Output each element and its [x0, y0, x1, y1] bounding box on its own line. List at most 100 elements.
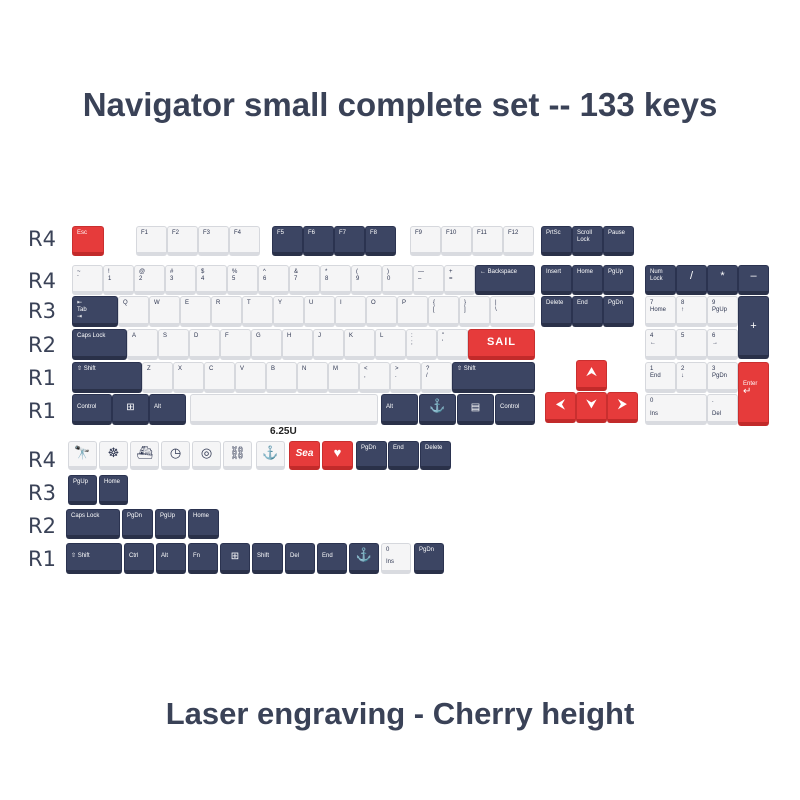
key-e[interactable]: E [180, 296, 211, 327]
key-r1-shift[interactable]: ⇧ Shift [66, 543, 122, 574]
key-y[interactable]: Y [273, 296, 304, 327]
key-slash[interactable]: ?/ [421, 362, 452, 393]
key-arrow-down[interactable]: ⮟ [576, 392, 607, 423]
key-num-plus[interactable]: + [738, 296, 769, 359]
key-9[interactable]: (9 [351, 265, 382, 295]
key-g[interactable]: G [251, 329, 282, 360]
key-chain[interactable]: ⛓ [223, 441, 252, 470]
key-num-slash[interactable]: / [676, 265, 707, 295]
key-delete[interactable]: Delete [541, 296, 572, 327]
key-r1-del[interactable]: Del [285, 543, 315, 574]
key-i[interactable]: I [335, 296, 366, 327]
key-6[interactable]: ^6 [258, 265, 289, 295]
key-ship[interactable]: ⛴ [130, 441, 159, 470]
key-r1-ctrl[interactable]: Ctrl [124, 543, 154, 574]
key-helm[interactable]: ☸ [99, 441, 128, 470]
key-semicolon[interactable]: :; [406, 329, 437, 360]
key-r2-caps-lock[interactable]: Caps Lock [66, 509, 120, 539]
key-r1-alt[interactable]: Alt [156, 543, 186, 574]
key-backslash[interactable]: |\ [490, 296, 535, 327]
key-b[interactable]: B [266, 362, 297, 393]
key-arrow-right[interactable]: ⮞ [607, 392, 638, 423]
key-backtick[interactable]: ~` [72, 265, 103, 295]
key-o[interactable]: O [366, 296, 397, 327]
key-insert[interactable]: Insert [541, 265, 572, 295]
key-f[interactable]: F [220, 329, 251, 360]
key-home[interactable]: Home [572, 265, 603, 295]
key-z[interactable]: Z [142, 362, 173, 393]
key-sea[interactable]: Sea [289, 441, 320, 470]
key-v[interactable]: V [235, 362, 266, 393]
key-r1-pgdn[interactable]: PgDn [414, 543, 444, 574]
key-8[interactable]: *8 [320, 265, 351, 295]
key-k[interactable]: K [344, 329, 375, 360]
key-r1-shift2[interactable]: Shift [252, 543, 283, 574]
key-2[interactable]: @2 [134, 265, 165, 295]
key-h[interactable]: H [282, 329, 313, 360]
key-s[interactable]: S [158, 329, 189, 360]
key-f12[interactable]: F12 [503, 226, 534, 256]
key-menu[interactable]: ▤ [457, 394, 494, 425]
key-lifebuoy[interactable]: ◎ [192, 441, 221, 470]
key-w[interactable]: W [149, 296, 180, 327]
key-anchor-fn[interactable]: ⚓ [419, 394, 456, 425]
key-num-2[interactable]: 2↓ [676, 362, 707, 393]
key-right-alt[interactable]: Alt [381, 394, 418, 425]
key-j[interactable]: J [313, 329, 344, 360]
key-minus[interactable]: —– [413, 265, 444, 295]
key-left-control[interactable]: Control [72, 394, 112, 425]
key-t[interactable]: T [242, 296, 273, 327]
key-windows[interactable]: ⊞ [112, 394, 149, 425]
key-c[interactable]: C [204, 362, 235, 393]
key-5[interactable]: %5 [227, 265, 258, 295]
key-f2[interactable]: F2 [167, 226, 198, 256]
key-pause[interactable]: Pause [603, 226, 634, 256]
key-r2-pgdn[interactable]: PgDn [122, 509, 153, 539]
key-right-bracket[interactable]: }] [459, 296, 490, 327]
key-num-4[interactable]: 4← [645, 329, 676, 360]
key-f10[interactable]: F10 [441, 226, 472, 256]
key-tab[interactable]: ⇤Tab⇥ [72, 296, 118, 327]
key-prtsc[interactable]: PrtSc [541, 226, 572, 256]
key-compass[interactable]: ◷ [161, 441, 190, 470]
key-f6[interactable]: F6 [303, 226, 334, 256]
key-arrow-up[interactable]: ⮝ [576, 360, 607, 391]
key-4[interactable]: $4 [196, 265, 227, 295]
key-num-8[interactable]: 8↑ [676, 296, 707, 327]
key-3[interactable]: #3 [165, 265, 196, 295]
key-n[interactable]: N [297, 362, 328, 393]
key-r2-home[interactable]: Home [188, 509, 219, 539]
key-f4[interactable]: F4 [229, 226, 260, 256]
key-esc[interactable]: Esc [72, 226, 104, 256]
key-spacebar[interactable] [190, 394, 378, 425]
key-telescope[interactable]: 🔭 [68, 441, 97, 470]
key-x[interactable]: X [173, 362, 204, 393]
key-r[interactable]: R [211, 296, 242, 327]
key-u[interactable]: U [304, 296, 335, 327]
key-left-bracket[interactable]: {[ [428, 296, 459, 327]
key-f11[interactable]: F11 [472, 226, 503, 256]
key-f1[interactable]: F1 [136, 226, 167, 256]
key-f8[interactable]: F8 [365, 226, 396, 256]
key-end[interactable]: End [572, 296, 603, 327]
key-r1-end[interactable]: End [317, 543, 347, 574]
key-r3-pgup[interactable]: PgUp [68, 475, 97, 505]
key-right-shift[interactable]: ⇧ Shift [452, 362, 535, 393]
key-pgdn[interactable]: PgDn [603, 296, 634, 327]
key-num-6[interactable]: 6→ [707, 329, 738, 360]
key-right-control[interactable]: Control [495, 394, 535, 425]
key-caps-lock[interactable]: Caps Lock [72, 329, 127, 360]
key-left-alt[interactable]: Alt [149, 394, 186, 425]
key-d[interactable]: D [189, 329, 220, 360]
key-f7[interactable]: F7 [334, 226, 365, 256]
key-extra-end[interactable]: End [388, 441, 419, 470]
key-equals[interactable]: += [444, 265, 475, 295]
key-1[interactable]: !1 [103, 265, 134, 295]
key-f9[interactable]: F9 [410, 226, 441, 256]
key-num-star[interactable]: * [707, 265, 738, 295]
key-num-lock[interactable]: Num Lock [645, 265, 676, 295]
